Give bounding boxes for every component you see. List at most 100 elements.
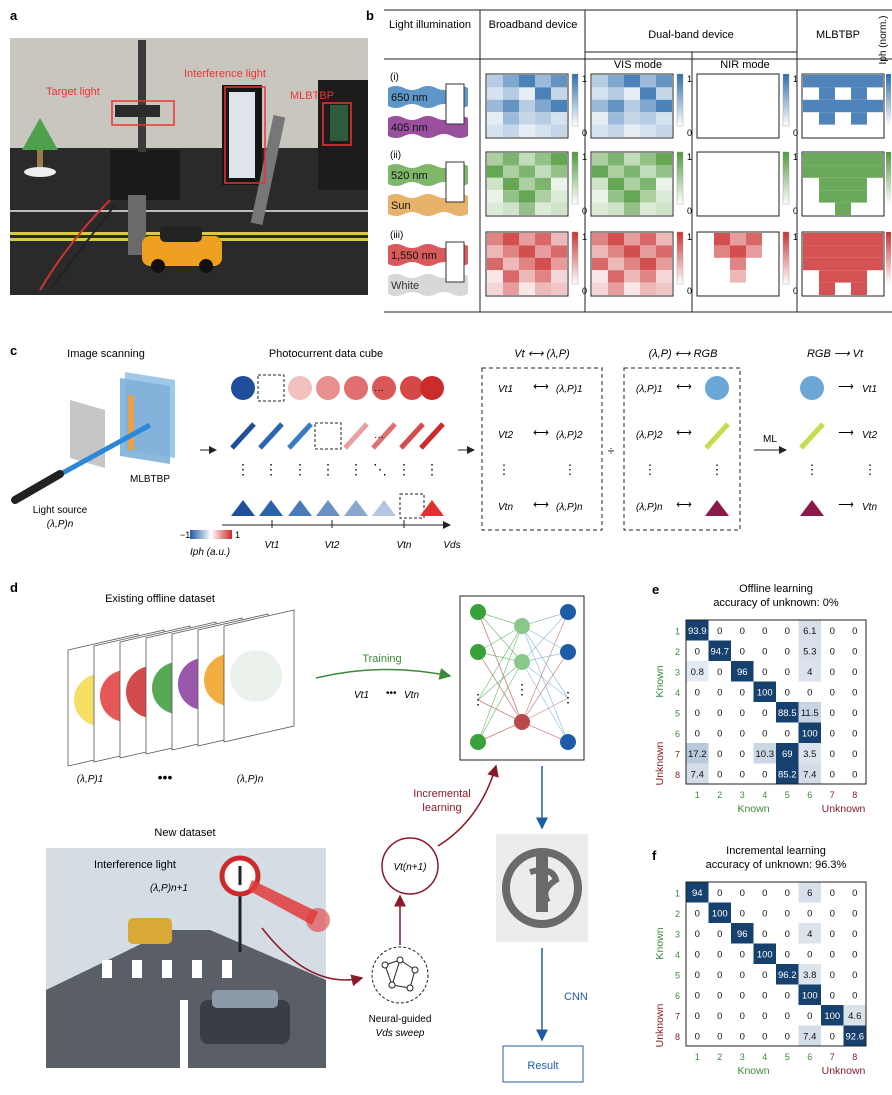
matrix-cell (843, 882, 866, 903)
row-index: (iii) (390, 230, 403, 241)
matrix-cell (776, 681, 799, 702)
cube-cell (400, 376, 424, 400)
matrix-cell (753, 681, 776, 702)
output-node (560, 644, 576, 660)
svg-text:⋮: ⋮ (498, 462, 511, 477)
svg-text:⋮: ⋮ (644, 462, 657, 477)
svg-text:⋮: ⋮ (397, 461, 411, 477)
matrix-value: 94.7 (711, 646, 730, 657)
matrix-value: 0 (695, 970, 700, 981)
matrix-value: 96 (737, 667, 748, 678)
cube-cell (231, 500, 255, 516)
matrix-cell (708, 722, 731, 743)
cube-cell (314, 422, 342, 450)
heatmap-colorbar (886, 152, 891, 204)
matrix-value: 0 (852, 888, 857, 899)
svg-text:⟷: ⟷ (676, 381, 692, 393)
matrix-cell (776, 620, 799, 641)
matrix-cell (686, 923, 709, 944)
matrix-cell (798, 763, 821, 784)
svg-text:⟷: ⟷ (676, 427, 692, 439)
cube-cell (258, 422, 284, 450)
matrix-value: 6.1 (803, 626, 816, 637)
cube-cell (259, 500, 283, 516)
matrix-value: 0 (717, 687, 722, 698)
matrix-row-label: 4 (675, 950, 680, 960)
heatmap-colorbar (782, 231, 790, 285)
matrix-value: 0 (695, 929, 700, 940)
matrix-value: 17.2 (688, 749, 707, 760)
matrix-cell (708, 702, 731, 723)
matrix-cell (821, 681, 844, 702)
colorbar (190, 530, 232, 539)
hidden-node (514, 714, 530, 730)
light-source-label: Light source (33, 505, 88, 516)
matrix-cell (798, 984, 821, 1005)
rgb-triangle (800, 500, 824, 516)
recognized-sign-icon (496, 834, 588, 942)
box2 (623, 367, 741, 531)
matrix-col-label: 1 (695, 1052, 700, 1062)
matrix-value: 0 (740, 949, 745, 960)
panel-label-d: d (10, 580, 18, 595)
d-dots: ••• (386, 688, 397, 699)
matrix-cell (843, 1025, 866, 1046)
cube-cell (288, 376, 312, 400)
matrix-row-label: 1 (675, 888, 680, 898)
d-interference-label: Interference light (94, 859, 176, 871)
svg-text:⋮: ⋮ (236, 461, 250, 477)
matrix-value: 0 (830, 667, 835, 678)
matrix-value: 0 (695, 908, 700, 919)
matrix-cell (843, 1005, 866, 1026)
mlbtbp-c-label: MLBTBP (130, 474, 170, 485)
matrix-cell (798, 964, 821, 985)
matrix-cell (821, 984, 844, 1005)
matrix-cell (821, 620, 844, 641)
box3-vt: Vt1 (862, 384, 877, 395)
lp1-label: (λ,P)1 (77, 774, 104, 785)
matrix-value: 0 (740, 626, 745, 637)
matrix-cell (798, 882, 821, 903)
matrix-cell (753, 902, 776, 923)
heatmap (696, 73, 780, 139)
matrix-value: 0 (830, 749, 835, 760)
cube-cell (230, 422, 256, 450)
matrix-cell (731, 1005, 754, 1026)
heatmap-colorbar (782, 73, 790, 127)
matrix-value: 0 (785, 626, 790, 637)
matrix-cell (776, 763, 799, 784)
matrix-cell (731, 882, 754, 903)
matrix-cell (731, 702, 754, 723)
svg-text:⋮: ⋮ (471, 691, 485, 707)
matrix-cell (686, 681, 709, 702)
output-node (560, 604, 576, 620)
light-label: 650 nm (391, 92, 428, 104)
hdr-dualband: Dual-band device (648, 29, 734, 41)
matrix-row-label: 3 (675, 667, 680, 677)
colorbar-min: −1 (180, 530, 190, 540)
matrix-cell (821, 902, 844, 923)
light-label: 1,550 nm (391, 250, 437, 262)
matrix-value: 0 (717, 929, 722, 940)
matrix-value: 0 (740, 687, 745, 698)
svg-text:···: ··· (374, 432, 384, 443)
matrix-cell (708, 984, 731, 1005)
box1-lp: (λ,P)1 (556, 384, 583, 395)
matrix-cell (731, 681, 754, 702)
matrix-value: 0 (785, 908, 790, 919)
incremental-arrow (437, 764, 499, 847)
matrix-value: 0 (852, 687, 857, 698)
matrix-value: 0 (717, 949, 722, 960)
matrix-cell (776, 984, 799, 1005)
colorbar-min: 0 (582, 128, 587, 138)
heatmap-colorbar (676, 73, 684, 127)
dataset-card-icon (223, 609, 295, 743)
matrix-cell (821, 964, 844, 985)
matrix-cell (686, 1005, 709, 1026)
colorbar-max: 1 (687, 152, 692, 162)
cube-cell (231, 376, 255, 400)
matrix-cell (753, 640, 776, 661)
matrix-value: 0 (807, 949, 812, 960)
matrix-col-label: 1 (695, 790, 700, 800)
box2-lp: (λ,P)n (636, 502, 663, 513)
